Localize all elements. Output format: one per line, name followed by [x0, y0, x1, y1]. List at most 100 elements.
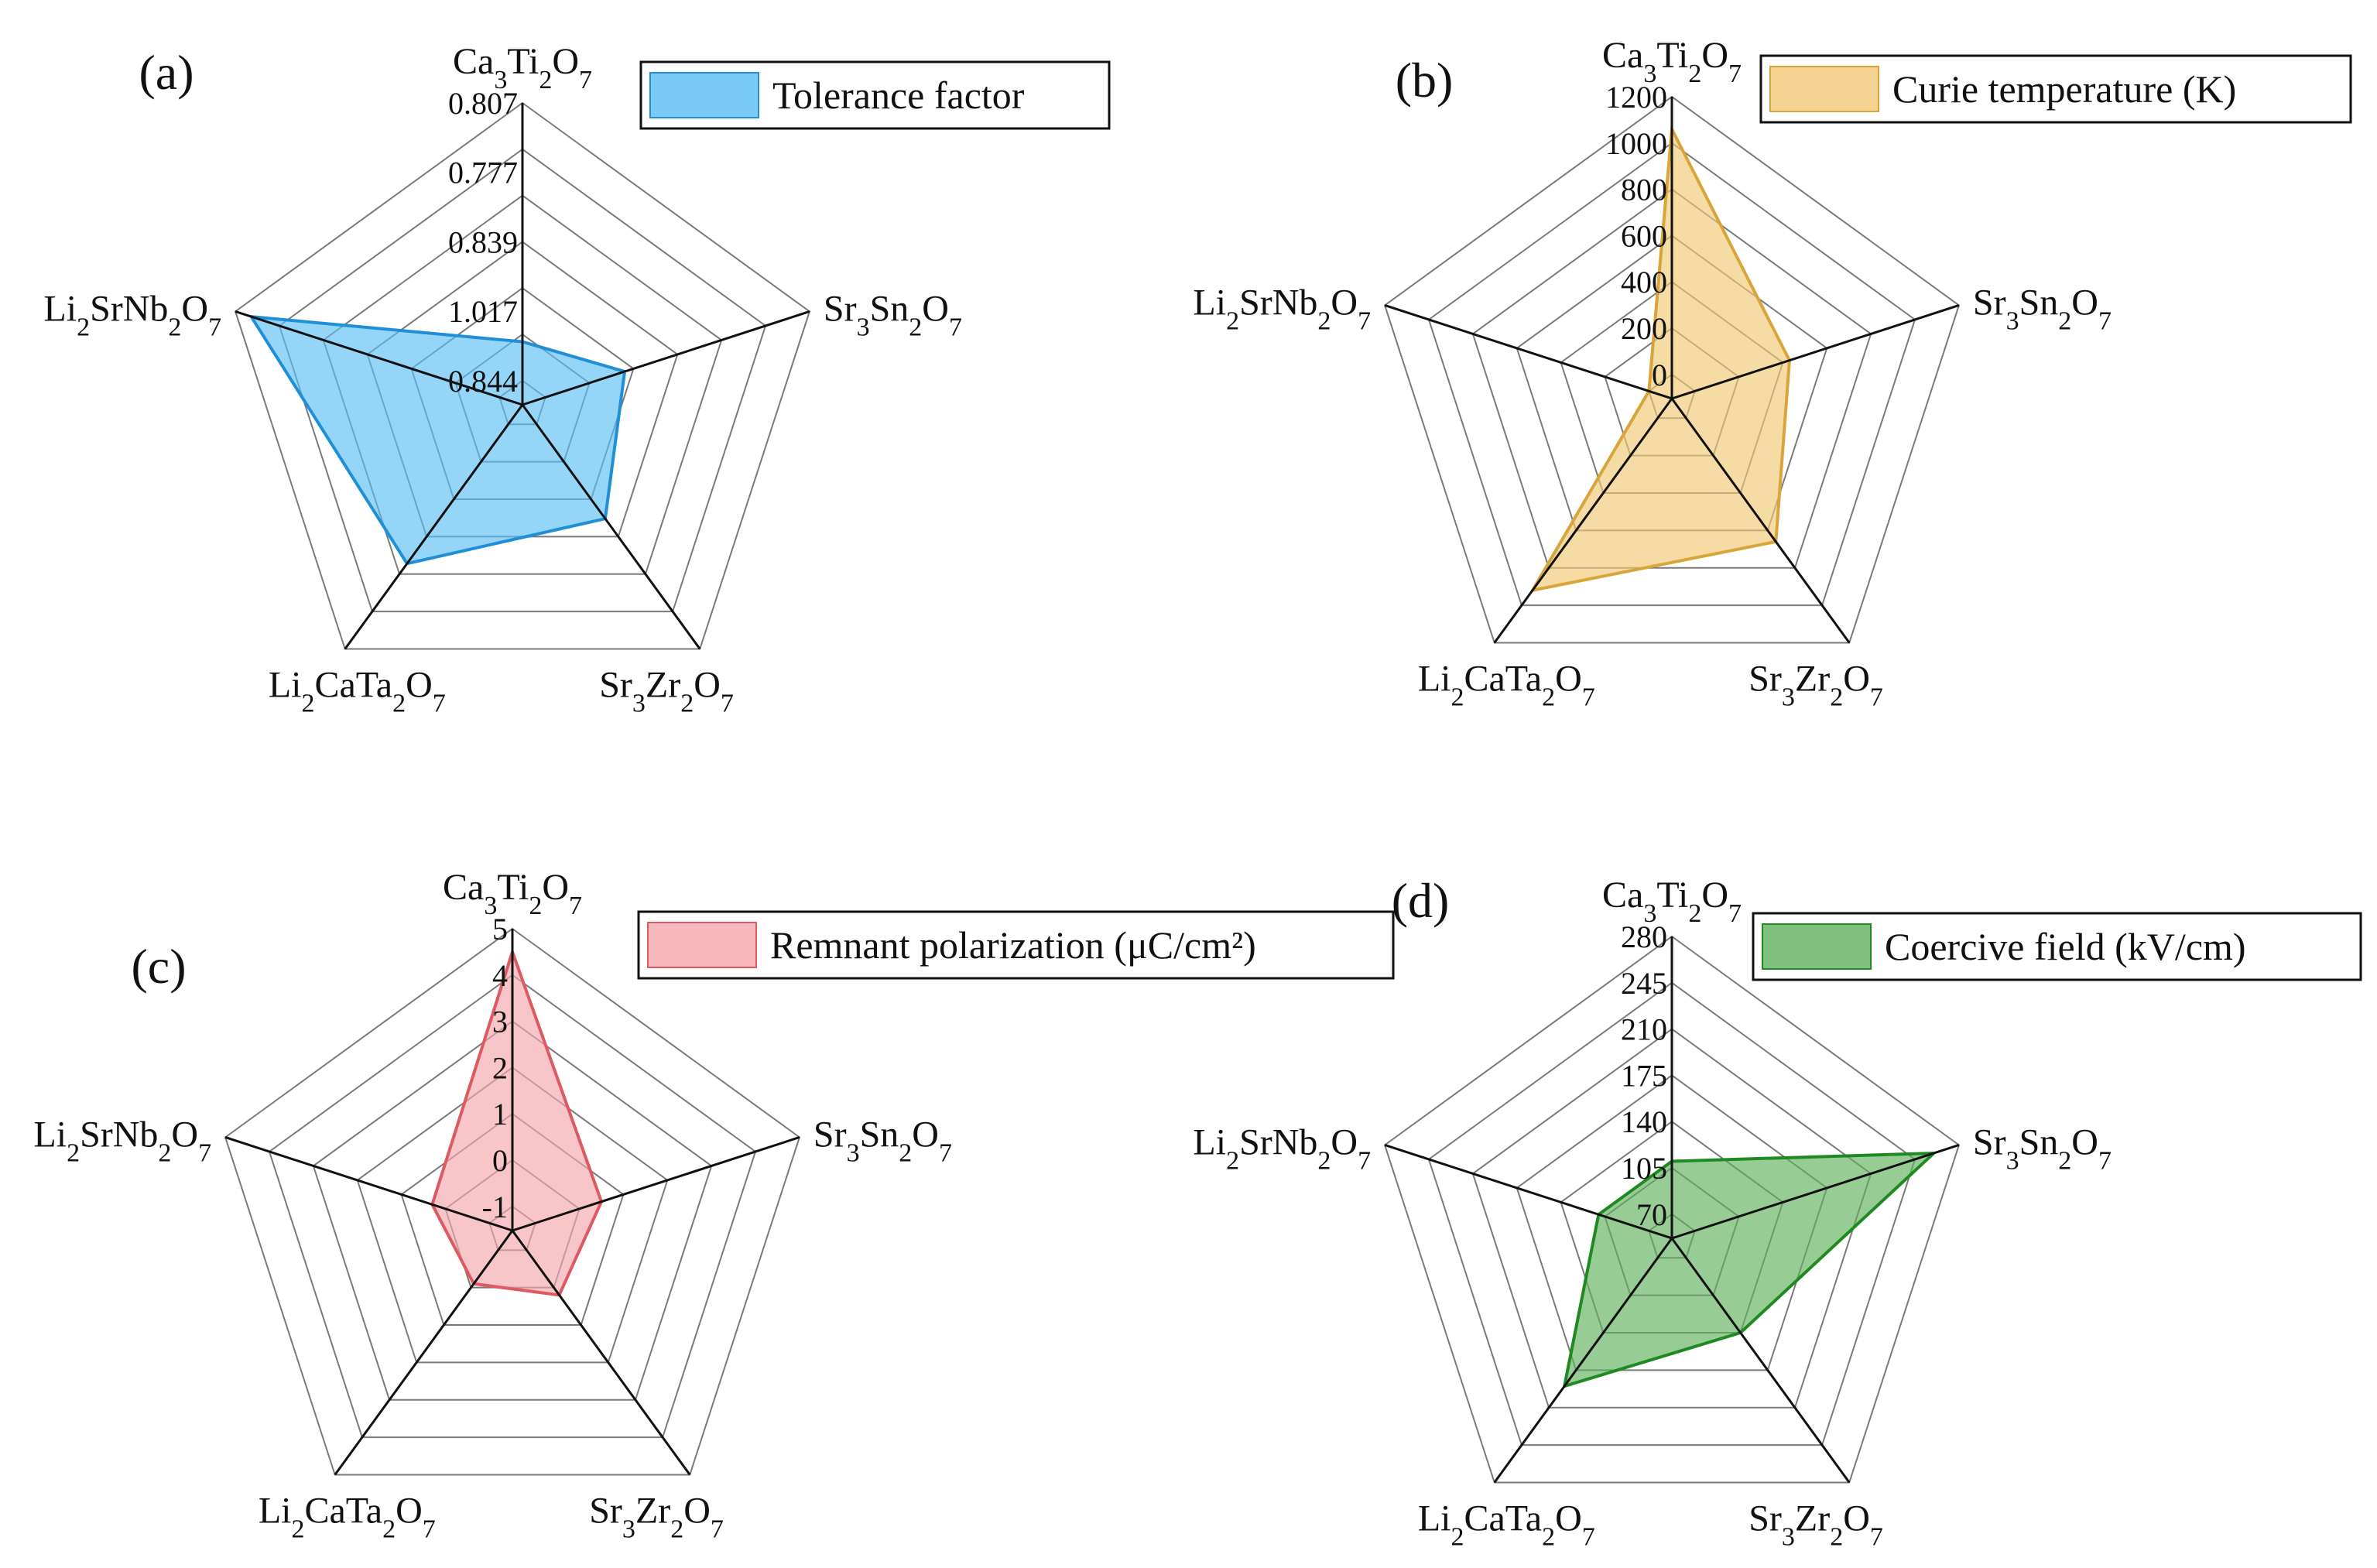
axis-label-li2srnb2o7: Li2SrNb2O7 [33, 1114, 211, 1167]
axis-label-sr3zr2o7: Sr3Zr2O7 [1748, 1498, 1883, 1552]
legend: Coercive field (kV/cm) [1752, 912, 2362, 981]
legend-label: Tolerance factor [772, 74, 1025, 117]
tick-label: 200 [1621, 311, 1667, 346]
axis-label-li2srnb2o7: Li2SrNb2O7 [1193, 282, 1371, 335]
axis-label-li2cata2o7: Li2CaTa2O7 [1418, 659, 1595, 712]
tick-label: -1 [482, 1190, 508, 1224]
data-area [430, 947, 604, 1297]
panel-label: (b) [1396, 53, 1454, 108]
axis-line [1493, 398, 1673, 644]
axis-line [1671, 1144, 1960, 1240]
grid-ring [400, 1112, 625, 1326]
axis-label-li2srnb2o7: Li2SrNb2O7 [1193, 1121, 1371, 1175]
data-area [1562, 1151, 1938, 1388]
tick-label: 0.839 [448, 224, 518, 259]
axis-line [1384, 304, 1673, 400]
axis-line [522, 310, 810, 406]
grid-ring [1471, 1028, 1872, 1409]
grid-ring [278, 148, 767, 613]
axis-label-ca3ti2o7: Ca3Ti2O7 [1602, 35, 1742, 88]
axis-line [1493, 1238, 1673, 1484]
radar-panel-4: Ca3Ti2O7Sr3Sn2O7Sr3Zr2O7Li2CaTa2O7Li2SrN… [1193, 873, 2362, 1552]
legend-label: Curie temperature (K) [1892, 67, 2236, 111]
tick-label: 140 [1621, 1104, 1667, 1139]
tick-label: 4 [492, 958, 508, 993]
tick-label: 0.844 [448, 364, 518, 399]
axis-label-li2srnb2o7: Li2SrNb2O7 [43, 288, 221, 341]
grid-ring [312, 1020, 713, 1401]
grid-ring [224, 927, 801, 1476]
axis-label-li2cata2o7: Li2CaTa2O7 [269, 665, 446, 718]
legend-label: Remnant polarization (μC/cm²) [770, 923, 1256, 967]
tick-label: 1200 [1605, 80, 1667, 115]
legend-label: Coercive field (kV/cm) [1885, 925, 2245, 968]
legend: Tolerance factor [639, 60, 1111, 130]
axis-line [224, 1136, 513, 1232]
tick-label: 1 [492, 1097, 508, 1131]
tick-label: 0.777 [448, 156, 518, 190]
axis-line [1384, 1144, 1673, 1240]
axis-label-sr3sn2o7: Sr3Sn2O7 [813, 1114, 952, 1167]
axis-label-sr3sn2o7: Sr3Sn2O7 [1973, 282, 2112, 335]
legend-swatch [1769, 66, 1879, 112]
tick-label: 1000 [1605, 126, 1667, 161]
tick-label: 1.017 [448, 294, 518, 329]
tick-label: 2 [492, 1050, 508, 1085]
tick-label: 5 [492, 912, 508, 947]
panel-label: (d) [1392, 873, 1450, 928]
tick-label: 3 [492, 1005, 508, 1039]
axis-label-ca3ti2o7: Ca3Ti2O7 [453, 41, 592, 94]
axis-label-sr3zr2o7: Sr3Zr2O7 [589, 1491, 724, 1544]
legend-swatch [1762, 923, 1872, 970]
data-area [248, 314, 627, 566]
tick-label: 245 [1621, 966, 1667, 1001]
tick-label: 210 [1621, 1012, 1667, 1047]
grid-ring [1471, 188, 1872, 569]
axis-label-sr3zr2o7: Sr3Zr2O7 [1748, 659, 1883, 712]
grid-ring [1427, 142, 1916, 607]
legend-swatch [647, 922, 757, 968]
tick-label: 800 [1621, 173, 1667, 207]
axis-line [344, 404, 524, 650]
legend-swatch [649, 72, 759, 118]
tick-label: 0.807 [448, 86, 518, 121]
axis-line [511, 1230, 691, 1476]
panel-label: (a) [139, 45, 194, 100]
tick-label: 0 [1652, 358, 1667, 392]
axis-line [512, 1136, 800, 1232]
legend: Remnant polarization (μC/cm²) [637, 910, 1395, 980]
axis-label-sr3zr2o7: Sr3Zr2O7 [599, 665, 734, 718]
tick-label: 400 [1621, 265, 1667, 300]
grid-ring [1383, 95, 1961, 644]
grid-ring [1383, 935, 1961, 1484]
tick-label: 600 [1621, 218, 1667, 253]
axis-line [235, 310, 523, 406]
data-area [1529, 123, 1791, 593]
axis-label-li2cata2o7: Li2CaTa2O7 [259, 1491, 436, 1544]
tick-label: 70 [1636, 1197, 1667, 1232]
tick-label: 105 [1621, 1151, 1667, 1186]
axis-label-li2cata2o7: Li2CaTa2O7 [1418, 1498, 1595, 1552]
grid-ring [322, 194, 723, 575]
legend-frame [637, 910, 1395, 980]
legend: Curie temperature (K) [1759, 54, 2352, 124]
axis-line [521, 404, 701, 650]
grid-ring [356, 1066, 669, 1364]
tick-label: 175 [1621, 1058, 1667, 1093]
grid-ring [234, 101, 811, 650]
axis-line [334, 1230, 514, 1476]
axis-label-sr3sn2o7: Sr3Sn2O7 [824, 288, 962, 341]
axis-label-ca3ti2o7: Ca3Ti2O7 [1602, 875, 1742, 928]
axis-label-ca3ti2o7: Ca3Ti2O7 [443, 867, 582, 920]
panel-label: (c) [131, 939, 186, 994]
tick-label: 280 [1621, 919, 1667, 954]
grid-ring [1427, 981, 1916, 1446]
grid-ring [268, 974, 757, 1439]
axis-line [1671, 304, 1960, 400]
axis-line [1670, 1238, 1851, 1484]
tick-label: 0 [492, 1143, 508, 1178]
